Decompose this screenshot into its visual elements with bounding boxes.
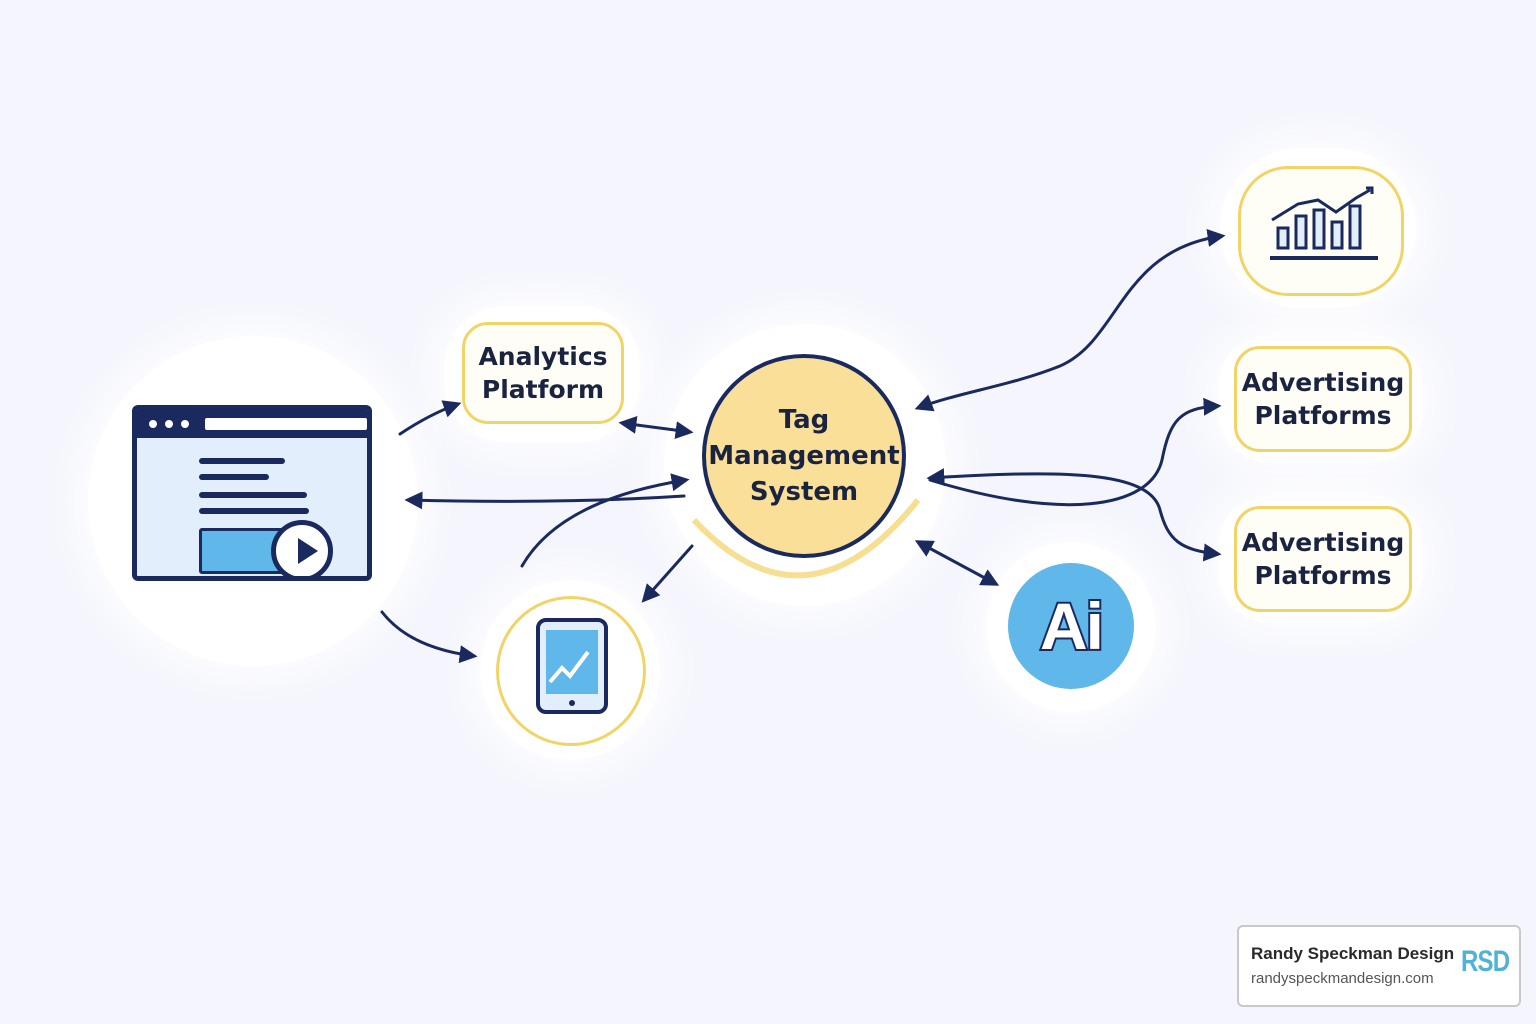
window-dot-icon: [149, 420, 157, 428]
ai-node: Ai: [1008, 563, 1134, 689]
watermark-name: Randy Speckman Design: [1251, 944, 1455, 963]
arrow-reporting-to-tms: [914, 229, 1226, 412]
arrow-website-to-mobile: [380, 610, 478, 664]
tag-management-system-node: Tag Management System: [702, 354, 906, 558]
media-block: [199, 528, 285, 574]
analytics-platform-node: Analytics Platform: [462, 322, 624, 424]
watermark-url: randyspeckmandesign.com: [1251, 970, 1434, 987]
watermark-badge: Randy Speckman Design randyspeckmandesig…: [1237, 925, 1521, 1007]
arrow-tms-to-mobile: [641, 544, 694, 603]
window-dot-icon: [181, 420, 189, 428]
address-bar: [205, 418, 367, 430]
browser-window-video-icon: [132, 405, 372, 581]
arrow-mobile-to-tms: [520, 473, 690, 568]
advertising-platforms-node: Advertising Platforms: [1234, 346, 1412, 452]
text-line: [199, 492, 307, 498]
watermark-logo: RSD: [1461, 945, 1510, 978]
window-dot-icon: [165, 420, 173, 428]
arrow-tms-to-advertising-2: [926, 468, 1222, 562]
text-line: [199, 458, 285, 464]
tms-glow-arc: [691, 498, 921, 579]
text-line: [199, 508, 309, 514]
text-line: [199, 474, 269, 480]
browser-title-bar: [137, 410, 367, 438]
arrow-analytics-tms: [618, 415, 694, 440]
advertising-platforms-node: Advertising Platforms: [1234, 506, 1412, 612]
arrow-tms-to-website: [404, 491, 686, 510]
play-icon: [271, 520, 333, 576]
ai-label: Ai: [1038, 587, 1106, 665]
arrow-website-to-analytics: [398, 400, 462, 436]
